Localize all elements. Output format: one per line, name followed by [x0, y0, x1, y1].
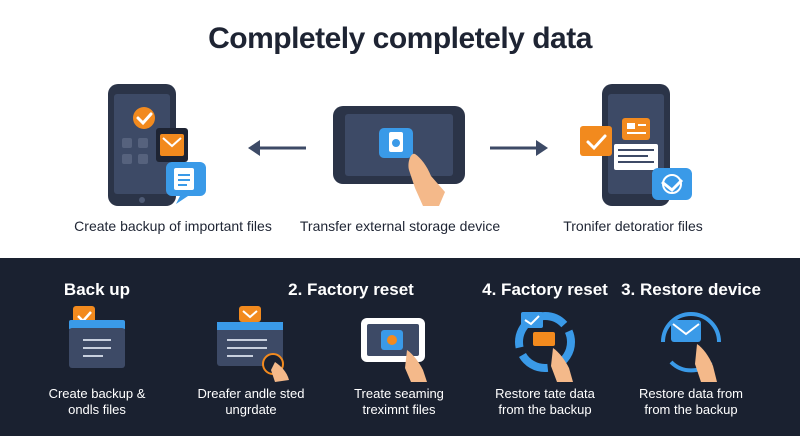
- top-item-restore: Tronifer detoratior files: [508, 80, 758, 250]
- arrow-left-icon: [248, 140, 306, 156]
- top-caption-backup: Create backup of important files: [74, 218, 272, 234]
- steps-panel: Back up Create backup & ondls files 2. F…: [0, 258, 800, 436]
- step-backup: Back up Create backup & ondls files: [22, 258, 172, 436]
- top-caption-restore: Tronifer detoratior files: [563, 218, 703, 234]
- page-title: Completely completely data: [208, 22, 592, 55]
- step-transfer: Treate seaming treximnt files: [324, 258, 474, 436]
- phone-backup-icon: [108, 84, 206, 206]
- phone-restore-icon: [580, 84, 692, 206]
- step-factory-reset-4: 4. Factory reset Restore tate data from …: [470, 258, 620, 436]
- step-desc: Treate seaming treximnt files: [354, 386, 444, 417]
- step-heading: 2. Factory reset: [288, 280, 414, 299]
- top-overview: Create backup of important files Transfe…: [48, 80, 758, 250]
- step-factory-reset-2: 2. Factory reset Dreafer andle sted ungr…: [176, 258, 414, 436]
- top-caption-transfer: Transfer external storage device: [299, 218, 501, 234]
- drive-touch-icon: [217, 306, 289, 382]
- arrow-right-icon: [490, 140, 548, 156]
- step-restore-device: 3. Restore device Restore data from from…: [616, 258, 766, 436]
- step-heading: 3. Restore device: [621, 280, 761, 299]
- step-heading: Back up: [63, 280, 131, 299]
- mail-restore-icon: [661, 312, 721, 382]
- phone-touch-icon: [361, 318, 427, 382]
- step-desc: Create backup & ondls files: [48, 386, 146, 417]
- step-desc: Restore data from from the backup: [638, 386, 744, 417]
- step-heading: 4. Factory reset: [482, 280, 608, 299]
- backup-box-icon: [69, 306, 125, 368]
- top-item-transfer: Transfer external storage device: [275, 80, 525, 250]
- cycle-restore-icon: [515, 312, 575, 382]
- top-item-backup: Create backup of important files: [48, 80, 298, 250]
- tablet-transfer-icon: [333, 106, 465, 206]
- step-desc: Restore tate data from the backup: [495, 386, 595, 417]
- step-desc: Dreafer andle sted ungrdate: [197, 386, 305, 417]
